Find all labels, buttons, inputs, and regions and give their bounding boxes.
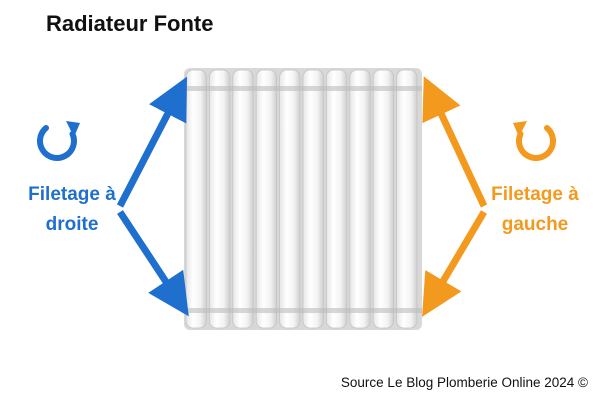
right-hand-thread-label-line2: droite <box>45 214 99 235</box>
cast-iron-radiator <box>184 68 422 330</box>
rotate-clockwise-icon <box>37 121 80 161</box>
left-arrow-down <box>117 210 189 317</box>
right-arrows <box>422 76 488 317</box>
radiator-column <box>232 69 254 329</box>
right-arrow-up <box>422 76 488 208</box>
right-hand-thread-label-line1: Filetage à <box>28 184 116 205</box>
right-hand-thread-label: Filetage à droite <box>4 180 140 240</box>
radiator-column <box>255 69 278 329</box>
right-arrow-down <box>422 210 488 317</box>
radiator-column <box>396 69 418 329</box>
left-arrow-up <box>116 76 188 208</box>
radiator-column <box>372 69 395 329</box>
left-hand-thread-label: Filetage à gauche <box>470 180 600 240</box>
rotate-counterclockwise-icon <box>513 121 556 161</box>
radiator-column <box>279 69 301 329</box>
left-hand-thread-label-line1: Filetage à <box>491 184 579 205</box>
radiator-column <box>208 69 231 329</box>
radiator-column <box>349 69 371 329</box>
radiator-column <box>185 69 207 329</box>
diagram-title: Radiateur Fonte <box>46 11 214 36</box>
source-credit: Source Le Blog Plomberie Online 2024 © <box>340 375 588 390</box>
left-hand-thread-label-line2: gauche <box>501 214 569 235</box>
left-arrows <box>116 76 189 317</box>
radiator-column <box>302 69 324 329</box>
radiator-column <box>325 69 348 329</box>
